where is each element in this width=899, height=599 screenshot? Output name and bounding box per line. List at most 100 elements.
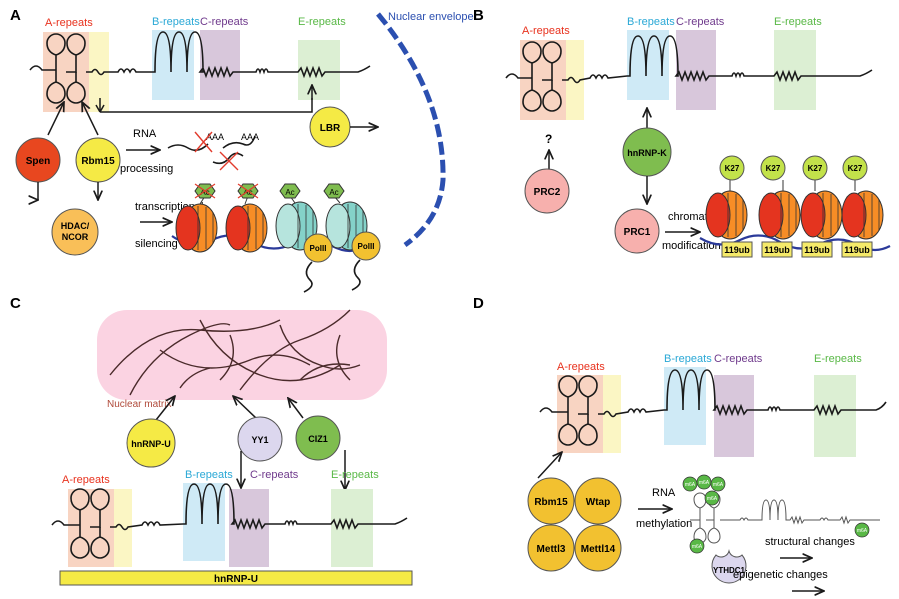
d-rna-label: RNA xyxy=(652,487,676,499)
hdac-label: HDAC/ xyxy=(61,221,90,231)
nucleosome-b4: K27 119ub xyxy=(841,155,884,258)
structural-label: structural changes xyxy=(765,536,855,548)
lbr-binding-lines xyxy=(99,98,313,113)
hnrnpu-label: hnRNP-U xyxy=(131,439,171,449)
k27-label-4: K27 xyxy=(848,164,863,173)
ythdc1-node xyxy=(711,549,747,584)
aaa-label-2: AAA xyxy=(241,132,259,142)
c-repeats-box xyxy=(200,30,240,100)
spen-label: Spen xyxy=(26,156,50,167)
rna-label: RNA xyxy=(133,128,157,140)
panel-a-letter: A xyxy=(10,7,21,24)
silencing-label: silencing xyxy=(135,238,178,250)
svg-text:Ac: Ac xyxy=(329,188,338,197)
panel-b: B A-repeats B-repeats C-repeats E-repeat… xyxy=(473,7,891,258)
nuclear-envelope xyxy=(376,12,446,248)
methylation-label: methylation xyxy=(636,518,692,530)
k27-label-1: K27 xyxy=(725,164,740,173)
ub-label-3: 119ub xyxy=(804,245,830,255)
hnrnpk-label: hnRNP-K xyxy=(627,148,667,158)
modification-label: modification xyxy=(662,240,721,252)
b-a-repeats-label: A-repeats xyxy=(522,25,570,37)
svg-text:m6A: m6A xyxy=(699,480,710,486)
svg-text:Ac: Ac xyxy=(285,188,294,197)
epigenetic-label: epigenetic changes xyxy=(733,569,828,581)
panel-d: D A-repeats B-repeats C-repeats E-repeat… xyxy=(473,295,887,591)
polii-2: PolII xyxy=(351,231,381,291)
b-c-repeats-label: C-repeats xyxy=(676,16,725,28)
nucleosome-b2: K27 119ub xyxy=(758,155,801,258)
svg-text:PolII: PolII xyxy=(310,244,327,253)
svg-text:Ac: Ac xyxy=(200,188,209,197)
ciz1-label: CIZ1 xyxy=(308,434,328,444)
yy1-label: YY1 xyxy=(251,435,268,445)
prc1-label: PRC1 xyxy=(624,227,651,238)
prc2-node xyxy=(524,168,570,214)
ncor-label: NCOR xyxy=(62,232,89,242)
ub-label-2: 119ub xyxy=(764,245,790,255)
d-c-repeats-label: C-repeats xyxy=(714,353,763,365)
aaa-label-1: AAA xyxy=(206,132,224,142)
b-xist-rna-strand xyxy=(505,35,873,112)
d-rbm15-label: Rbm15 xyxy=(534,497,568,508)
ac-mark-2: Ac xyxy=(237,183,259,205)
c-xist-rna-strand xyxy=(51,483,408,559)
panel-a: A A-repeats B-repeats C-repeats E-repeat… xyxy=(10,7,474,293)
matrix-fibers xyxy=(109,309,361,396)
prc2-label: PRC2 xyxy=(534,187,561,198)
k27-label-2: K27 xyxy=(766,164,781,173)
b-repeats-label: B-repeats xyxy=(152,16,200,28)
d-a-repeats-label: A-repeats xyxy=(557,361,605,373)
mettl3-node xyxy=(527,524,575,572)
panel-d-letter: D xyxy=(473,295,484,312)
b-b-repeats-label: B-repeats xyxy=(627,16,675,28)
c-repeats-label: C-repeats xyxy=(200,16,249,28)
panel-c: C Nuclear matrix hnRNP-U YY1 CIZ1 xyxy=(10,295,413,586)
wtap-node xyxy=(574,477,622,525)
a-repeats-light-box xyxy=(89,32,109,112)
ythdc1-label: YTHDC1 xyxy=(713,566,746,575)
hnrnpu-bar-label: hnRNP-U xyxy=(214,574,258,585)
hnrnpu-bar xyxy=(59,570,413,586)
ac-mark-1: Ac xyxy=(194,183,216,205)
nucleosome-a1 xyxy=(175,203,218,253)
svg-text:m6A: m6A xyxy=(685,482,696,488)
e-repeats-label: E-repeats xyxy=(298,16,346,28)
xist-rna-strand xyxy=(29,31,371,104)
svg-text:Ac: Ac xyxy=(243,188,252,197)
a-repeats-label: A-repeats xyxy=(45,17,93,29)
prc1-node xyxy=(614,208,660,254)
k27-label-3: K27 xyxy=(808,164,823,173)
wtap-label: Wtap xyxy=(586,497,610,508)
nucleosome-b1: K27 119ub xyxy=(705,155,753,258)
nuclear-matrix-label: Nuclear matrix xyxy=(107,399,171,410)
svg-text:PolII: PolII xyxy=(358,242,375,251)
ac-mark-3: Ac xyxy=(279,183,301,204)
yy1-node xyxy=(237,416,283,462)
c-a-repeats-label: A-repeats xyxy=(62,474,110,486)
d-xist-rna-strand xyxy=(539,369,887,446)
svg-text:m6A: m6A xyxy=(713,482,724,488)
ac-mark-4: Ac xyxy=(323,183,345,204)
hnrnpu-node xyxy=(126,418,176,468)
b-e-repeats-label: E-repeats xyxy=(774,16,822,28)
ciz1-node xyxy=(295,415,341,461)
d-e-repeats-label: E-repeats xyxy=(814,353,862,365)
panel-c-letter: C xyxy=(10,295,21,312)
ub-label-4: 119ub xyxy=(844,245,870,255)
rbm15-label: Rbm15 xyxy=(81,156,115,167)
polii-1: PolII xyxy=(303,233,333,293)
nuclear-envelope-label: Nuclear envelope xyxy=(388,11,474,23)
mettl3-label: Mettl3 xyxy=(537,544,566,555)
panel-b-letter: B xyxy=(473,7,484,24)
nucleosome-a2 xyxy=(225,203,268,253)
d-rbm15-node xyxy=(527,477,575,525)
d-b-repeats-label: B-repeats xyxy=(664,353,712,365)
chromatin-label: chromatin xyxy=(668,211,716,223)
hdac-ncor-node xyxy=(51,208,99,256)
lbr-label: LBR xyxy=(320,123,341,134)
svg-text:m6A: m6A xyxy=(707,496,718,502)
m6a-marks: m6A m6A m6A m6A m6A m6A xyxy=(682,474,870,554)
mettl14-label: Mettl14 xyxy=(581,544,616,555)
